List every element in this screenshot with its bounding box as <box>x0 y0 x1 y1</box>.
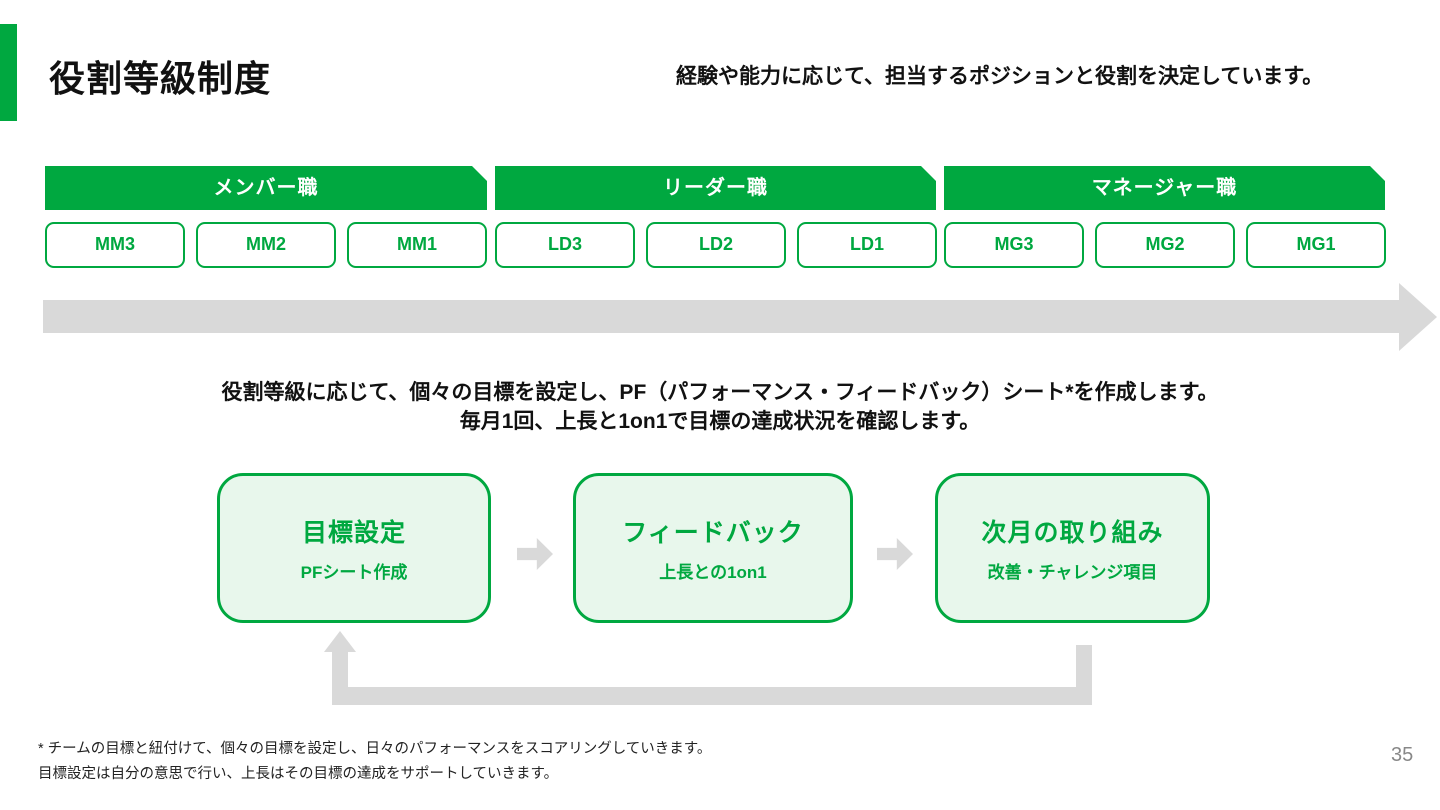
flow-step-next-month: 次月の取り組み 改善・チャレンジ項目 <box>935 473 1210 623</box>
grade-box-mm3: MM3 <box>45 222 185 268</box>
flow-step-subtitle: 上長との1on1 <box>659 563 767 582</box>
grade-box-mg2: MG2 <box>1095 222 1235 268</box>
flow-step-title: フィードバック <box>622 519 804 547</box>
grade-box-mg1: MG1 <box>1246 222 1386 268</box>
flow-step-title: 目標設定 <box>301 519 406 547</box>
flow-right-arrow-icon <box>517 538 553 570</box>
cycle-loop-arrow-icon <box>324 631 1092 705</box>
footnote: * チームの目標と紐付けて、個々の目標を設定し、日々のパフォーマンスをスコアリン… <box>38 737 711 787</box>
flow-step-subtitle: 改善・チャレンジ項目 <box>987 563 1158 582</box>
progression-arrow-icon <box>43 283 1437 351</box>
slide-accent-bar <box>0 24 17 121</box>
grade-box-ld1: LD1 <box>797 222 937 268</box>
grade-box-mm2: MM2 <box>196 222 336 268</box>
grade-box-ld3: LD3 <box>495 222 635 268</box>
grade-box-mm1: MM1 <box>347 222 487 268</box>
footnote-line-2: 目標設定は自分の意思で行い、上長はその目標の達成をサポートしていきます。 <box>38 766 559 782</box>
description-line-1: 役割等級に応じて、個々の目標を設定し、PF（パフォーマンス・フィードバック）シー… <box>221 381 1219 404</box>
page-title: 役割等級制度 <box>49 58 272 99</box>
flow-step-subtitle: PFシート作成 <box>300 563 408 582</box>
footnote-line-1: * チームの目標と紐付けて、個々の目標を設定し、日々のパフォーマンスをスコアリン… <box>38 741 712 757</box>
page-subtitle: 経験や能力に応じて、担当するポジションと役割を決定しています。 <box>676 65 1324 88</box>
description-text: 役割等級に応じて、個々の目標を設定し、PF（パフォーマンス・フィードバック）シー… <box>0 378 1440 436</box>
grade-box-ld2: LD2 <box>646 222 786 268</box>
flow-step-title: 次月の取り組み <box>981 519 1164 547</box>
category-bar-member: メンバー職 <box>45 166 487 210</box>
flow-step-feedback: フィードバック 上長との1on1 <box>573 473 853 623</box>
flow-step-goal-setting: 目標設定 PFシート作成 <box>217 473 491 623</box>
description-line-2: 毎月1回、上長と1on1で目標の達成状況を確認します。 <box>459 410 981 433</box>
flow-right-arrow-icon <box>877 538 913 570</box>
page-number: 35 <box>1391 744 1414 766</box>
grade-box-mg3: MG3 <box>944 222 1084 268</box>
category-bar-leader: リーダー職 <box>495 166 936 210</box>
category-bar-manager: マネージャー職 <box>944 166 1385 210</box>
